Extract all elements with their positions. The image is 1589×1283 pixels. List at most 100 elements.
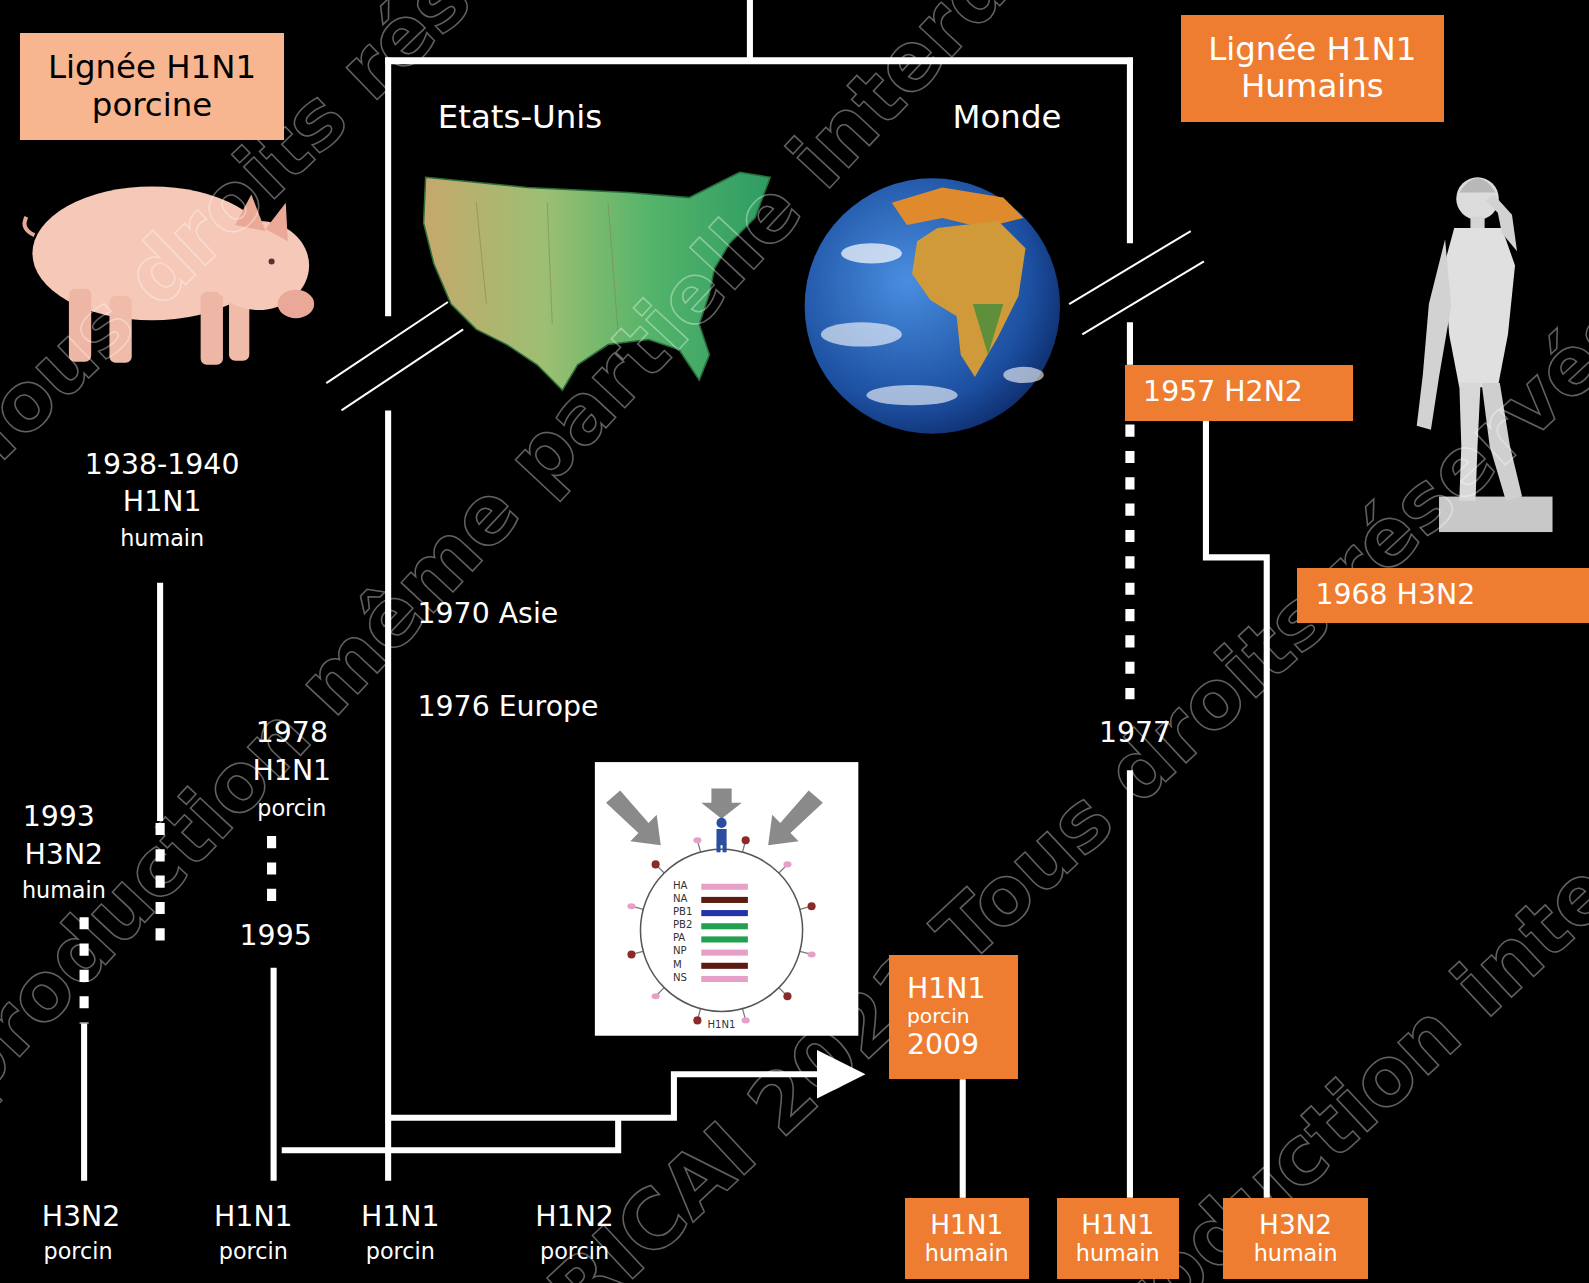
virus-illustration-part bbox=[768, 790, 823, 845]
box-text: H1N1 bbox=[930, 1210, 1003, 1240]
watermark: RICAI 2021 Tous droits réservés bbox=[536, 286, 1589, 1283]
strain-label: humain bbox=[22, 878, 106, 904]
earth-globe-part bbox=[805, 178, 1060, 433]
virus-illustration-part bbox=[701, 884, 748, 890]
pandemic-box: 1968 H3N2 bbox=[1297, 568, 1589, 624]
segment-label: NA bbox=[673, 893, 688, 905]
tree-lines-part bbox=[1082, 261, 1204, 334]
pig-picture-part bbox=[25, 217, 35, 235]
pig-picture-part bbox=[201, 292, 223, 365]
region-label: Etats-Unis bbox=[438, 99, 602, 136]
virus-illustration-part bbox=[701, 963, 748, 969]
strain-label: porcin bbox=[219, 1239, 288, 1265]
strain-box: H3N2humain bbox=[1223, 1198, 1368, 1279]
tree-lines-part bbox=[1127, 322, 1133, 365]
virus-spike-head bbox=[783, 992, 791, 1000]
segment-label: H1N1 bbox=[707, 1019, 735, 1031]
virus-illustration-part bbox=[716, 818, 726, 828]
virus-illustration bbox=[595, 762, 858, 1036]
statue-picture-part bbox=[1444, 228, 1515, 387]
box-text: Lignée H1N1 Humains bbox=[1189, 31, 1436, 106]
box-text: porcin bbox=[907, 1005, 970, 1028]
tree-lines-part bbox=[342, 329, 464, 410]
virus-illustration-part bbox=[701, 950, 748, 956]
virus-spike-head bbox=[808, 951, 816, 957]
virus-spike-head bbox=[693, 837, 701, 843]
earth-globe-part bbox=[912, 221, 1026, 377]
earth-globe-part bbox=[841, 243, 902, 263]
tree-lines-part bbox=[385, 410, 391, 1180]
segment-label: HA bbox=[673, 880, 688, 892]
strain-label: 1978 bbox=[256, 717, 328, 750]
strain-label: porcin bbox=[257, 796, 326, 822]
virus-illustration-part bbox=[595, 762, 858, 1036]
virus-illustration-part bbox=[701, 788, 742, 818]
region-label: Monde bbox=[953, 99, 1062, 136]
virus-illustration-part bbox=[606, 790, 661, 845]
strain-box: H1N1humain bbox=[1057, 1198, 1179, 1279]
tree-lines-part bbox=[271, 968, 277, 1181]
virus-spike-head bbox=[808, 902, 816, 910]
virus-illustration-part bbox=[640, 849, 802, 1011]
tree-lines-part bbox=[157, 583, 163, 821]
virus-spike-head bbox=[627, 950, 635, 958]
link-line bbox=[1125, 425, 1134, 700]
statue-picture-part bbox=[1486, 195, 1517, 252]
strain-label: 1977 bbox=[1099, 717, 1171, 750]
box-text: 2009 bbox=[907, 1029, 979, 1062]
pandemic-box: H1N1porcin2009 bbox=[889, 955, 1019, 1080]
tree-lines-part bbox=[282, 1118, 618, 1150]
tree-lines-part bbox=[385, 57, 1133, 64]
virus-spike-head bbox=[742, 836, 750, 844]
virus-spike-head bbox=[742, 1017, 750, 1023]
tree-lines-part bbox=[1069, 231, 1191, 304]
strain-box: H1N1humain bbox=[905, 1198, 1029, 1279]
virus-illustration-part bbox=[716, 844, 720, 852]
strain-label: 1993 bbox=[23, 801, 95, 834]
earth-globe bbox=[805, 178, 1060, 433]
box-text: humain bbox=[925, 1241, 1009, 1267]
virus-spike-head bbox=[652, 993, 660, 999]
segment-label: M bbox=[673, 959, 682, 971]
strain-label: 1976 Europe bbox=[418, 691, 599, 724]
virus-illustration-part bbox=[723, 844, 727, 852]
link-line bbox=[960, 1079, 966, 1198]
strain-label: H3N2 bbox=[25, 839, 104, 872]
strain-label: H3N2 bbox=[42, 1201, 121, 1234]
lineage-box: Lignée H1N1 Humains bbox=[1181, 15, 1444, 121]
pandemic-box: 1957 H2N2 bbox=[1125, 365, 1353, 421]
virus-spike-head bbox=[627, 903, 635, 909]
strain-label: H1N2 bbox=[535, 1201, 614, 1234]
virus-spike-head bbox=[652, 860, 660, 868]
tree-lines-part bbox=[267, 836, 276, 909]
box-text: humain bbox=[1076, 1241, 1160, 1267]
tree-lines-part bbox=[1127, 58, 1133, 243]
strain-label: humain bbox=[120, 526, 204, 552]
segment-label: PB1 bbox=[673, 906, 693, 918]
strain-label: H1N1 bbox=[123, 486, 202, 519]
statue-picture-part bbox=[1417, 239, 1451, 430]
virus-illustration-part bbox=[701, 923, 748, 929]
virus-illustration-part bbox=[701, 897, 748, 903]
strain-label: 1995 bbox=[240, 920, 312, 953]
box-text: humain bbox=[1254, 1241, 1338, 1267]
earth-globe-part bbox=[892, 187, 1024, 228]
earth-globe-part bbox=[1003, 367, 1044, 383]
box-text: 1957 H2N2 bbox=[1143, 376, 1303, 409]
statue-picture-part bbox=[1459, 178, 1495, 192]
earth-globe-part bbox=[821, 322, 902, 346]
us-map-part bbox=[476, 203, 618, 335]
virus-spike-head bbox=[783, 861, 791, 867]
strain-label: porcin bbox=[366, 1239, 435, 1265]
virus-illustration-part bbox=[701, 976, 748, 982]
virus-spikes bbox=[627, 836, 815, 1024]
strain-label: H1N1 bbox=[361, 1201, 440, 1234]
segment-label: PA bbox=[673, 932, 685, 944]
tree-lines-part bbox=[326, 302, 448, 383]
earth-globe-part bbox=[866, 385, 957, 405]
pig-picture-part bbox=[278, 290, 314, 318]
earth-globe-part bbox=[973, 304, 1003, 355]
virus-illustration-part bbox=[701, 910, 748, 916]
